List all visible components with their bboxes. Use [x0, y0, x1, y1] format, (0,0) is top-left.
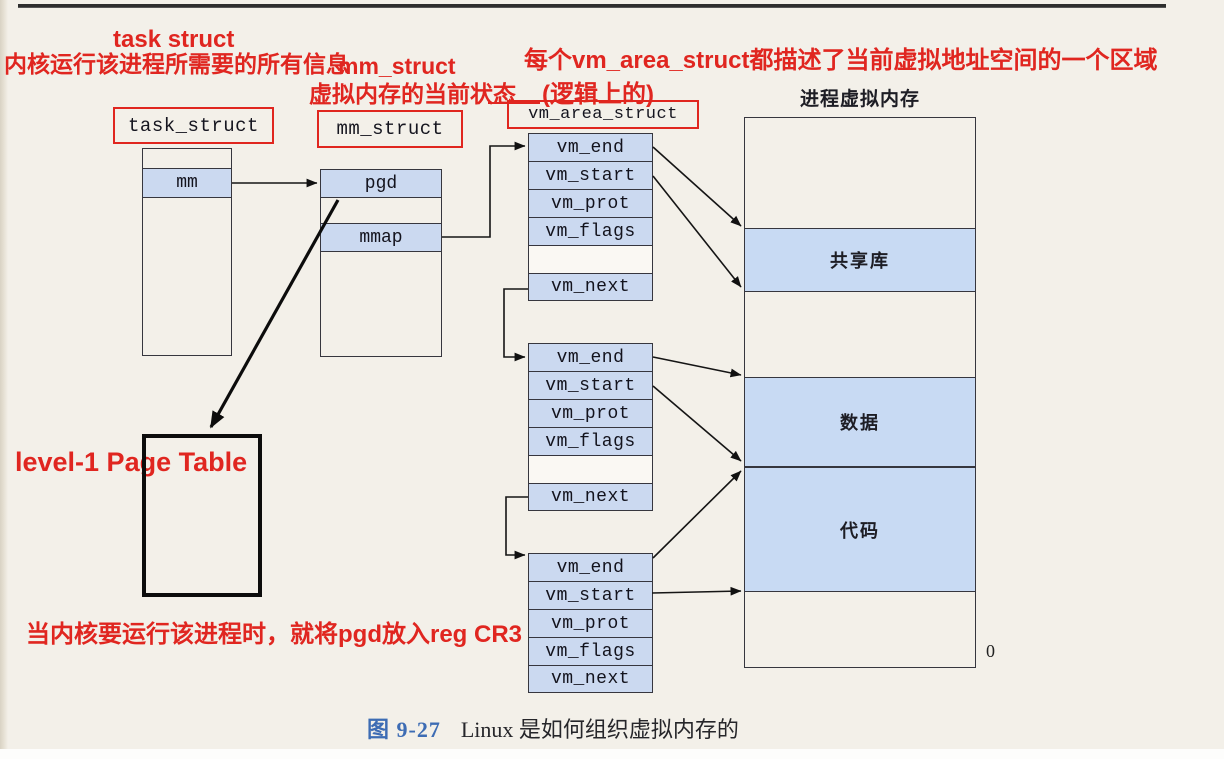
vm-area-struct-box-2: vm_end vm_start vm_prot vm_flags vm_next — [528, 343, 653, 511]
vm-flags-cell: vm_flags — [528, 427, 653, 455]
vm-next-cell: vm_next — [528, 665, 653, 693]
arrow-mmap-to-vmarea1 — [442, 141, 526, 238]
vm-flags-cell: vm_flags — [528, 637, 653, 665]
annotation-cr3: 当内核要运行该进程时，就将pgd放入reg CR3 — [26, 621, 523, 648]
arrow-vmstart3-to-code-bottom — [651, 586, 742, 596]
arrow-vmstart1-to-sharedlib-bottom — [652, 175, 742, 288]
annotation-underline — [488, 102, 540, 104]
vm-end-cell: vm_end — [528, 133, 653, 161]
vm-end-cell: vm_end — [528, 553, 653, 581]
vm-flags-cell: vm_flags — [528, 217, 653, 245]
annotation-mm-state: 虚拟内存的当前状态 — [309, 81, 516, 107]
vm-prot-cell: vm_prot — [528, 609, 653, 637]
code-region: 代码 — [744, 467, 976, 592]
vm-area-struct-label-box: vm_area_struct — [507, 100, 699, 129]
arrow-vmstart2-to-data-bottom — [652, 385, 742, 462]
vm-start-cell: vm_start — [528, 161, 653, 189]
vm-start-cell: vm_start — [528, 371, 653, 399]
mmap-field-cell: mmap — [320, 223, 442, 252]
mm-struct-label-box: mm_struct — [317, 110, 463, 148]
annotation-mm-struct: mm_struct — [338, 53, 456, 79]
vm-area-struct-label: vm_area_struct — [528, 105, 678, 124]
annotation-task-struct: task struct — [113, 26, 235, 53]
annotation-vm-area: 每个vm_area_struct都描述了当前虚拟地址空间的一个区域 — [524, 47, 1158, 74]
arrow-vmend1-to-sharedlib-top — [652, 146, 742, 227]
arrow-vmend2-to-data-top — [652, 356, 742, 378]
mm-field-cell: mm — [142, 168, 232, 198]
level1-page-table-box — [142, 434, 262, 597]
task-struct-label: task_struct — [128, 114, 259, 137]
blank-cell — [528, 455, 653, 483]
figure-caption-text: Linux 是如何组织虚拟内存的 — [460, 717, 739, 742]
page-rule-line — [18, 4, 1166, 8]
arrow-vmnext2-to-vmarea3 — [505, 496, 528, 560]
mm-struct-label: mm_struct — [336, 118, 444, 140]
data-region: 数据 — [744, 377, 976, 467]
page-bottom-margin — [0, 749, 1224, 759]
blank-cell — [528, 245, 653, 273]
vm-prot-cell: vm_prot — [528, 189, 653, 217]
vm-start-cell: vm_start — [528, 581, 653, 609]
annotation-logical: (逻辑上的) — [542, 81, 654, 108]
vm-next-cell: vm_next — [528, 483, 653, 511]
arrow-vmend3-to-code-top — [652, 470, 742, 559]
vm-area-struct-box-1: vm_end vm_start vm_prot vm_flags vm_next — [528, 133, 653, 301]
vm-prot-cell: vm_prot — [528, 399, 653, 427]
vm-area-struct-box-3: vm_end vm_start vm_prot vm_flags vm_next — [528, 553, 653, 693]
figure-number: 图 9-27 — [367, 717, 441, 742]
pgd-field-cell: pgd — [320, 169, 442, 198]
memory-column-title: 进程虚拟内存 — [799, 89, 920, 110]
annotation-kernel-info: 内核运行该进程所需要的所有信息 — [4, 51, 349, 77]
vm-next-cell: vm_next — [528, 273, 653, 301]
address-zero-label: 0 — [986, 641, 995, 661]
scan-edge — [0, 0, 8, 759]
vm-end-cell: vm_end — [528, 343, 653, 371]
shared-library-region: 共享库 — [744, 228, 976, 292]
task-struct-label-box: task_struct — [113, 107, 274, 144]
figure-caption: 图 9-27 Linux 是如何组织虚拟内存的 — [367, 712, 739, 744]
arrow-vmnext1-to-vmarea2 — [503, 288, 528, 362]
annotation-page-table: level-1 Page Table — [15, 447, 248, 477]
